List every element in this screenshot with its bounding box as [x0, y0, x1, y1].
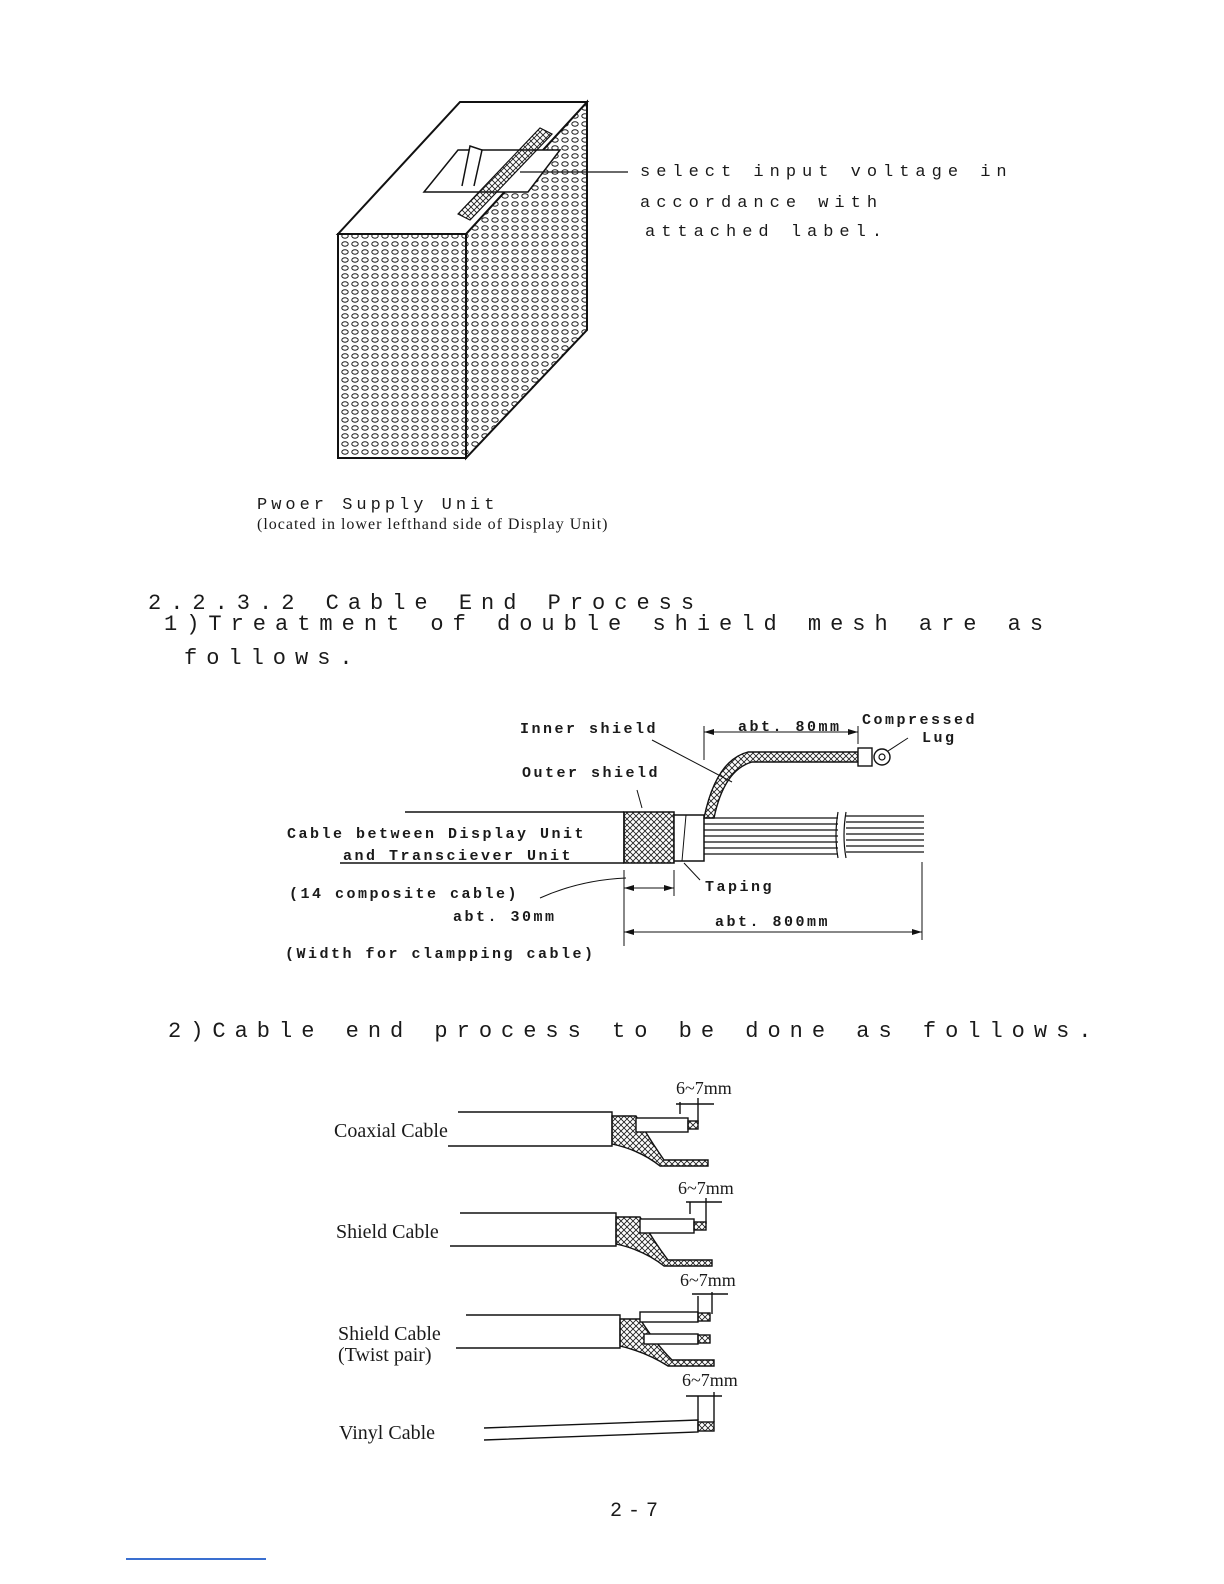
vinyl-dim-label: 6~7mm [682, 1370, 738, 1390]
twist-pair-label-2: (Twist pair) [338, 1344, 432, 1366]
voltage-note-line-1: select input voltage in [640, 163, 1013, 182]
inner-shield-pigtail [703, 751, 859, 819]
cable-label-line-1: Cable between Display Unit [287, 826, 587, 843]
twist-pair-dim-label: 6~7mm [680, 1270, 736, 1290]
cable-end-drawings [448, 1098, 728, 1441]
item2-text: 2)Cable end process to be done as follow… [168, 1019, 1101, 1044]
coaxial-dim-label: 6~7mm [676, 1078, 732, 1098]
dim-80mm-label: abt. 80mm [738, 719, 842, 736]
composite-label: (14 composite cable) [289, 886, 520, 903]
section-heading: 2.2.3.2 Cable End Process [148, 591, 704, 616]
coaxial-cable-label: Coaxial Cable [334, 1120, 448, 1142]
double-shield-diagram [340, 726, 924, 946]
cable-label-line-2: and Transciever Unit [343, 848, 574, 865]
dim-30mm-label: abt. 30mm [453, 909, 557, 926]
voltage-note-line-2: accordance with [640, 194, 884, 213]
voltage-note-line-3: attached label. [645, 223, 889, 242]
outer-shield-mesh [623, 811, 675, 864]
taping-label: Taping [705, 879, 775, 896]
psu-caption-title: Pwoer Supply Unit [257, 496, 499, 515]
power-supply-unit-drawing [335, 99, 628, 461]
outer-shield-label: Outer shield [522, 765, 661, 782]
compressed-label: Compressed [862, 712, 978, 729]
inner-shield-label: Inner shield [520, 721, 659, 738]
footer-rule [126, 1558, 266, 1560]
taping [673, 814, 705, 862]
vinyl-cable-label: Vinyl Cable [339, 1422, 436, 1444]
item1-line-1: 1)Treatment of double shield mesh are as [164, 612, 1053, 637]
psu-caption-sub: (located in lower lefthand side of Displ… [257, 516, 609, 533]
item1-line-2: follows. [184, 646, 362, 671]
page-number: 2-7 [610, 1500, 665, 1523]
shield-dim-label: 6~7mm [678, 1178, 734, 1198]
dim-800mm-label: abt. 800mm [715, 914, 831, 931]
lug-label: Lug [922, 730, 957, 747]
twist-pair-label-1: Shield Cable [338, 1323, 441, 1345]
shield-cable-label: Shield Cable [336, 1221, 439, 1243]
clamp-width-label: (Width for clampping cable) [285, 946, 596, 963]
